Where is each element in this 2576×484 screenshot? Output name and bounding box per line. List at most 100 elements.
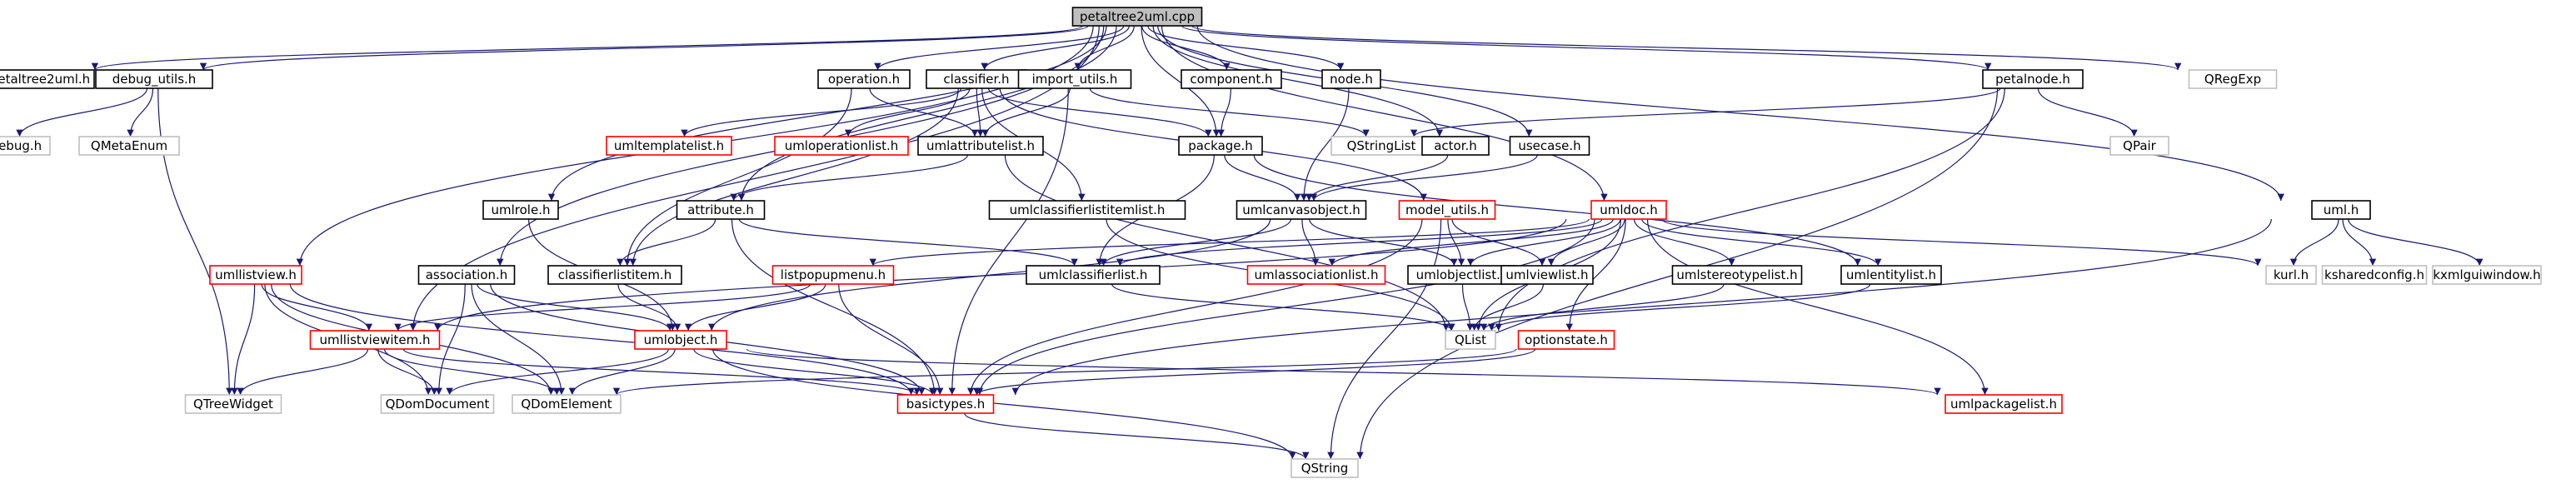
node-umlattributelist-h[interactable]: umlattributelist.h (917, 136, 1044, 156)
node-umllistview-h[interactable]: umllistview.h (209, 265, 302, 285)
edge-root-to-classifier_h (981, 25, 1130, 71)
node-umltemplatelist-h[interactable]: umltemplatelist.h (606, 136, 732, 156)
node-uml-h[interactable]: uml.h (2311, 200, 2371, 220)
node-label: petaltree2uml.h (0, 72, 90, 87)
edge-umlclassifierlist_h-to-qlist (1111, 283, 1455, 332)
node-umlentitylist-h[interactable]: umlentitylist.h (1840, 265, 1942, 285)
edge-root-to-node_h (1147, 25, 1345, 71)
node-actor-h[interactable]: actor.h (1421, 136, 1490, 156)
node-kurl-h: kurl.h (2265, 265, 2317, 285)
edge-petalnode_h-to-qpair (2037, 87, 2138, 137)
node-box (917, 136, 1044, 156)
edge-line (1116, 218, 1603, 267)
node-classifierlistitem-h[interactable]: classifierlistitem.h (547, 265, 682, 285)
edge-umldoc_h-to-umlobjectlist_h (1466, 218, 1621, 267)
node-umlviewlist-h[interactable]: umlviewlist.h (1500, 265, 1594, 285)
node-node-h[interactable]: node.h (1321, 69, 1381, 89)
node-box (2321, 265, 2428, 285)
edge-line (988, 87, 1212, 137)
node-box (1321, 69, 1381, 89)
node-model-utils-h[interactable]: model_utils.h (1398, 200, 1496, 220)
edge-association_h-to-qdomdocument (435, 283, 466, 396)
node-usecase-h[interactable]: usecase.h (1509, 136, 1590, 156)
node-umloperationlist-h[interactable]: umloperationlist.h (774, 136, 909, 156)
edge-root-to-operation_h (874, 25, 1125, 71)
edge-line (1410, 87, 2001, 137)
node-label: umlentitylist.h (1846, 267, 1936, 282)
node-box (2432, 265, 2542, 285)
node-association-h[interactable]: association.h (417, 265, 516, 285)
edge-line (289, 283, 915, 396)
node-umlassociationlist-h[interactable]: umlassociationlist.h (1246, 265, 1386, 285)
node-umlclassifierlistitemlist-h[interactable]: umlclassifierlistitemlist.h (988, 200, 1186, 220)
node-box (2188, 69, 2278, 89)
node-label: uml.h (2324, 202, 2359, 217)
edge-line (231, 283, 256, 396)
node-label: umloperationlist.h (785, 138, 899, 153)
node-umlobjectlist-h[interactable]: umlobjectlist.h (1407, 265, 1517, 285)
node-box (1517, 330, 1615, 350)
node-box (1500, 265, 1594, 285)
node-umlrole-h[interactable]: umlrole.h (482, 200, 559, 220)
node-component-h[interactable]: component.h (1181, 69, 1282, 89)
node-import-utils-h[interactable]: import_utils.h (1017, 69, 1132, 89)
edge-line (746, 348, 1941, 396)
edge-line (1646, 218, 1989, 396)
node-petaltree2uml-h[interactable]: petaltree2uml.h (0, 69, 95, 89)
edge-line (731, 218, 938, 396)
node-umlcanvasobject-h[interactable]: umlcanvasobject.h (1236, 200, 1367, 220)
edge-umldoc_h-to-umlassociationlist_h (1328, 218, 1614, 267)
edge-operation_h-to-umlattributelist_h (869, 87, 979, 137)
node-box (1017, 69, 1132, 89)
edge-umllistview_h-to-umllistviewitem_h (261, 283, 373, 332)
node-box (0, 69, 95, 89)
edge-line (613, 348, 1517, 396)
node-umlpackagelist-h[interactable]: umlpackagelist.h (1944, 394, 2063, 414)
edge-root-to-umldoc_h (1161, 25, 1608, 202)
edge-line (1309, 218, 1458, 267)
node-classifier-h[interactable]: classifier.h (926, 69, 1027, 89)
node-box (95, 69, 213, 89)
edge-line (1300, 87, 1350, 202)
node-umlobject-h[interactable]: umlobject.h (634, 330, 727, 350)
node-basictypes-h[interactable]: basictypes.h (896, 394, 995, 414)
node-label: association.h (426, 267, 508, 282)
node-box (676, 200, 766, 220)
node-optionstate-h[interactable]: optionstate.h (1517, 330, 1615, 350)
node-umldoc-h[interactable]: umldoc.h (1590, 200, 1667, 220)
node-box (634, 330, 727, 350)
edge-root-to-component_h (1141, 25, 1231, 71)
edge-import_utils_h-to-basictypes_h (948, 87, 1069, 396)
node-debug-utils-h[interactable]: debug_utils.h (95, 69, 213, 89)
node-umlclassifierlist-h[interactable]: umlclassifierlist.h (1026, 265, 1161, 285)
edge-uml_h-to-kurl_h (2289, 218, 2339, 267)
node-label: QMetaEnum (91, 138, 167, 153)
edge-root-to-petaltree2uml_h (92, 25, 1083, 71)
node-label: operation.h (828, 72, 900, 87)
edge-line (623, 87, 852, 267)
node-umlstereotypelist-h[interactable]: umlstereotypelist.h (1671, 265, 1803, 285)
node-label: QRegExp (2204, 72, 2261, 87)
node-box (417, 265, 516, 285)
edge-umllistview_h-to-basictypes_h (289, 283, 915, 396)
edge-line (976, 87, 984, 137)
node-label: umlclassifierlist.h (1039, 267, 1148, 282)
node-label: umlattributelist.h (926, 138, 1035, 153)
edge-debug_utils_h-to-kdebug_h (16, 87, 148, 137)
node-petalnode-h[interactable]: petalnode.h (1982, 69, 2084, 89)
edge-line (2342, 218, 2377, 267)
node-listpopupmenu-h[interactable]: listpopupmenu.h (771, 265, 895, 285)
node-qregexp: QRegExp (2188, 69, 2278, 89)
node-label: umlcanvasobject.h (1242, 202, 1360, 217)
edge-line (1011, 218, 2272, 396)
edge-umlobject_h-to-qdomelement (568, 348, 676, 396)
edge-umldoc_h-to-umlclassifierlist_h (1116, 218, 1603, 267)
edge-line (1641, 218, 1882, 267)
node-umllistviewitem-h[interactable]: umllistviewitem.h (309, 330, 441, 350)
node-operation-h[interactable]: operation.h (817, 69, 911, 89)
node-attribute-h[interactable]: attribute.h (676, 200, 766, 220)
edge-root-to-package_h (1141, 25, 1221, 137)
edge-line (446, 348, 669, 396)
node-package-h[interactable]: package.h (1178, 136, 1263, 156)
node-label: umlrole.h (492, 202, 551, 217)
